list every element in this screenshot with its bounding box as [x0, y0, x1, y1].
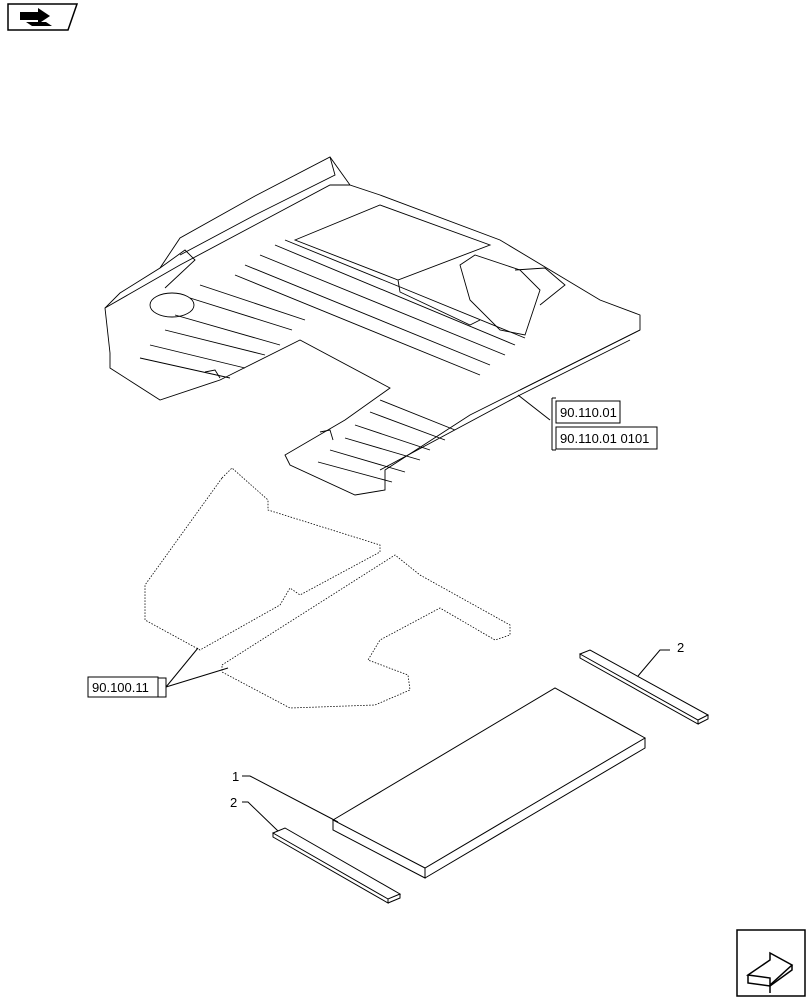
forward-arrow-icon[interactable]	[7, 3, 79, 31]
ref-label-left: 90.100.11	[92, 680, 149, 695]
ref-label-top-2: 90.110.01 0101	[560, 431, 649, 446]
part-2-strip-upper	[578, 649, 710, 725]
callout-leaders	[242, 649, 670, 832]
insulation-mat-upper	[144, 467, 381, 651]
leader-ref-top	[517, 394, 556, 451]
part-2-strip-lower	[271, 827, 402, 904]
part-1-mat	[331, 687, 647, 879]
ref-box-90-100-11[interactable]: 90.100.11	[87, 676, 159, 698]
callout-item-1: 1	[232, 769, 239, 784]
callout-item-2-lower: 2	[230, 795, 237, 810]
cab-floor-assembly	[104, 156, 641, 496]
leader-ref-left	[158, 647, 229, 698]
ref-label-top-1: 90.110.01	[560, 405, 617, 420]
callout-item-2-upper: 2	[677, 640, 684, 655]
ref-box-90-110-01[interactable]: 90.110.01	[555, 400, 621, 424]
insulation-mat-lower	[221, 554, 511, 709]
ref-box-90-110-01-0101[interactable]: 90.110.01 0101	[555, 426, 658, 450]
next-page-arrow-icon[interactable]	[736, 929, 806, 997]
